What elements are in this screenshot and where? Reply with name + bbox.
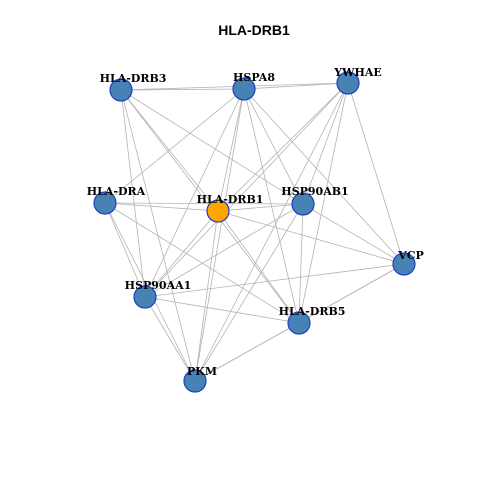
node-label-hspa8: HSPA8 xyxy=(233,71,275,84)
edge-ywhae-hsp90aa1 xyxy=(144,82,349,298)
node-label-hla-drb5: HLA-DRB5 xyxy=(279,305,346,318)
node-circle-hsp90ab1[interactable] xyxy=(291,192,315,216)
node-hla-drb1[interactable]: HLA-DRB1 xyxy=(197,193,264,223)
edge-ywhae-hla-drb1 xyxy=(217,82,349,212)
edge-hla-drb1-hla-drb5 xyxy=(217,210,300,324)
node-hsp90aa1[interactable]: HSP90AA1 xyxy=(125,279,192,309)
edge-hsp90ab1-vcp xyxy=(302,203,405,265)
edge-ywhae-pkm xyxy=(194,82,349,382)
node-label-vcp: VCP xyxy=(397,249,424,262)
node-circle-pkm[interactable] xyxy=(183,369,207,393)
edge-ywhae-hsp90ab1 xyxy=(302,82,349,205)
edge-hspa8-hsp90aa1 xyxy=(144,88,245,298)
graph-title: HLA-DRB1 xyxy=(218,22,290,38)
edge-hla-dra-hsp90ab1 xyxy=(104,202,304,205)
edge-hla-dra-hsp90aa1 xyxy=(104,202,146,298)
edge-hla-drb1-hsp90aa1 xyxy=(144,210,219,298)
edge-hsp90aa1-hla-drb5 xyxy=(144,296,300,324)
edge-hla-drb1-hsp90ab1 xyxy=(217,203,304,212)
node-circle-ywhae[interactable] xyxy=(336,71,360,95)
edge-hspa8-hsp90ab1 xyxy=(243,88,304,205)
edge-hla-drb1-pkm xyxy=(194,210,219,382)
node-hsp90ab1[interactable]: HSP90AB1 xyxy=(281,185,349,216)
node-vcp[interactable]: VCP xyxy=(392,249,424,276)
node-label-ywhae: YWHAE xyxy=(333,66,382,79)
node-pkm[interactable]: PKM xyxy=(183,365,217,393)
edge-hla-drb3-hspa8 xyxy=(120,88,245,91)
edge-ywhae-vcp xyxy=(347,82,405,265)
node-circle-vcp[interactable] xyxy=(392,252,416,276)
edge-hspa8-hla-drb1 xyxy=(217,88,245,212)
edge-hspa8-ywhae xyxy=(243,82,349,90)
edge-hspa8-hla-dra xyxy=(104,88,245,204)
node-circle-hspa8[interactable] xyxy=(232,77,256,101)
node-circle-hla-drb5[interactable] xyxy=(287,311,311,335)
node-label-hla-drb3: HLA-DRB3 xyxy=(100,72,167,85)
edge-vcp-hsp90aa1 xyxy=(144,263,405,298)
node-circle-hla-dra[interactable] xyxy=(93,191,117,215)
node-circle-hla-drb3[interactable] xyxy=(109,78,133,102)
edge-ywhae-hla-drb5 xyxy=(298,82,349,324)
edge-hsp90aa1-pkm xyxy=(144,296,196,382)
node-hspa8[interactable]: HSPA8 xyxy=(232,71,275,101)
node-label-hla-dra: HLA-DRA xyxy=(87,185,146,198)
edge-hsp90ab1-hla-drb5 xyxy=(298,203,304,324)
nodes-layer: HLA-DRB3 HSPA8 YWHAE HLA-DRA HLA-DRB1 HSP90AB… xyxy=(87,66,424,393)
edge-hsp90ab1-pkm xyxy=(194,203,304,382)
node-circle-hla-drb1[interactable] xyxy=(206,199,230,223)
edge-hsp90ab1-hsp90aa1 xyxy=(144,203,304,298)
edge-hla-drb1-vcp xyxy=(217,210,405,265)
node-hla-drb3[interactable]: HLA-DRB3 xyxy=(100,72,167,102)
edge-hla-dra-hla-drb1 xyxy=(104,202,219,212)
edge-hspa8-pkm xyxy=(194,88,245,382)
node-hla-dra[interactable]: HLA-DRA xyxy=(87,185,146,215)
node-label-pkm: PKM xyxy=(187,365,217,378)
edge-hla-drb5-pkm xyxy=(194,322,300,382)
node-ywhae[interactable]: YWHAE xyxy=(333,66,382,95)
node-hla-drb5[interactable]: HLA-DRB5 xyxy=(279,305,346,335)
node-circle-hsp90aa1[interactable] xyxy=(133,285,157,309)
edge-hspa8-vcp xyxy=(243,88,405,265)
edge-hla-drb3-hsp90ab1 xyxy=(120,89,304,205)
node-label-hla-drb1: HLA-DRB1 xyxy=(197,193,264,206)
edge-hspa8-hla-drb5 xyxy=(243,88,300,324)
node-label-hsp90ab1: HSP90AB1 xyxy=(281,185,348,198)
edges-layer xyxy=(104,82,405,382)
node-label-hsp90aa1: HSP90AA1 xyxy=(125,279,192,292)
edge-hla-drb3-hsp90aa1 xyxy=(120,89,146,298)
